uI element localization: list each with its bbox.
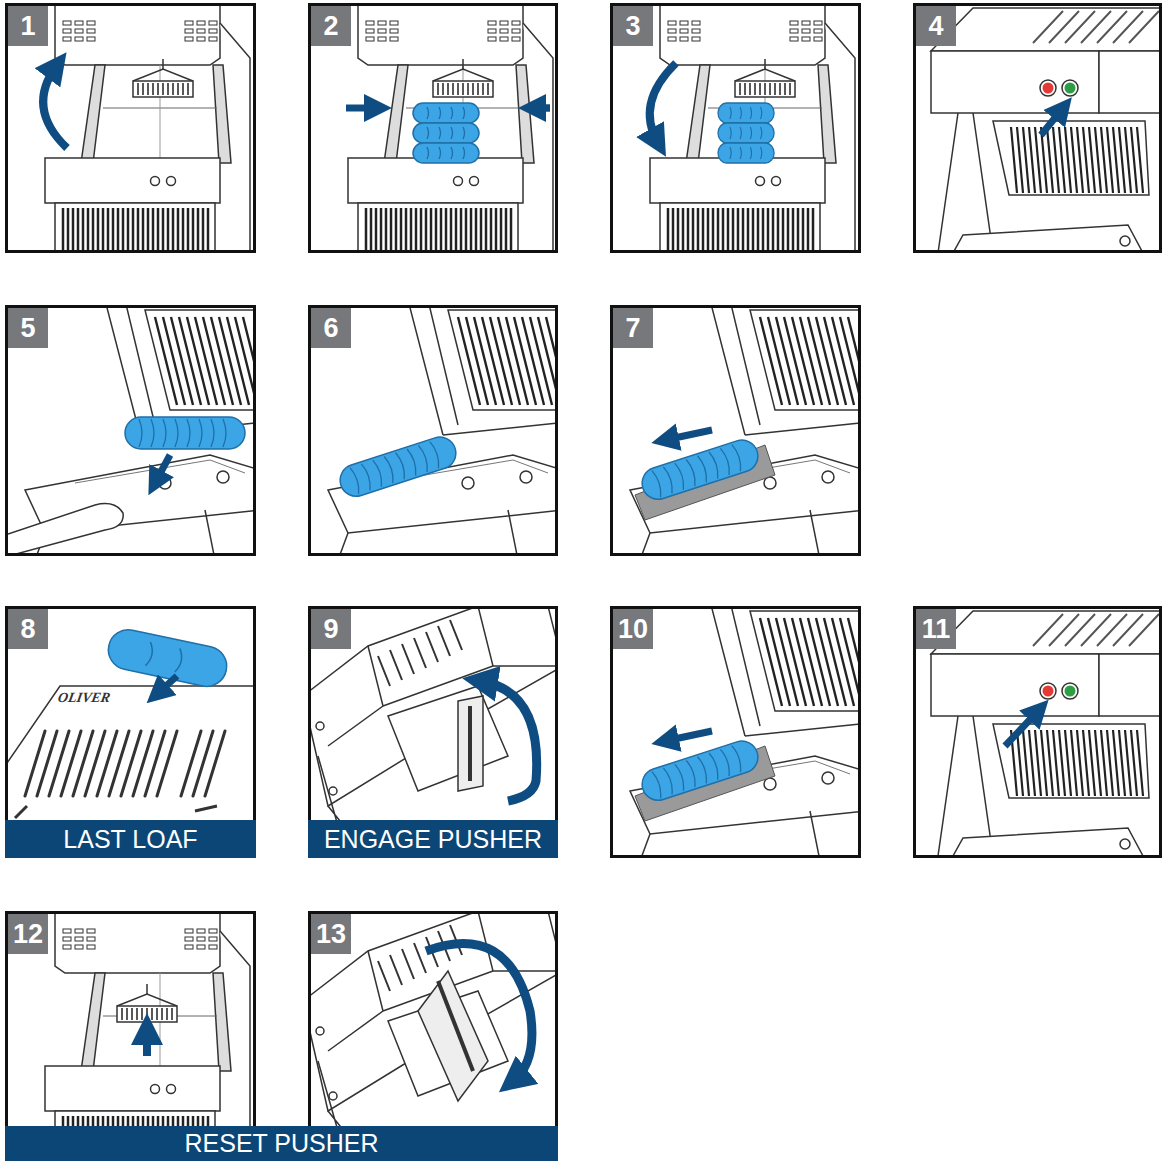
step-panel: 6: [308, 305, 558, 556]
step-number: 7: [613, 308, 653, 348]
step-panel: 11: [913, 606, 1162, 858]
step-panel: 7: [610, 305, 861, 556]
step-number: 12: [8, 914, 48, 954]
step-number: 11: [916, 609, 956, 649]
caption-band: RESET PUSHER: [5, 1126, 558, 1161]
step-panel: 2: [308, 3, 558, 253]
step-panel: 4: [913, 3, 1162, 253]
step-number: 4: [916, 6, 956, 46]
step-number: 6: [311, 308, 351, 348]
caption-banner: LAST LOAF: [5, 820, 256, 858]
step-number: 10: [613, 609, 653, 649]
step-panel: 13: [308, 911, 558, 1161]
step-number: 13: [311, 914, 351, 954]
step-panel: 5: [5, 305, 256, 556]
step-number: 3: [613, 6, 653, 46]
step-number: 9: [311, 609, 351, 649]
step-number: 1: [8, 6, 48, 46]
step-panel: 12: [5, 911, 256, 1161]
step-panel: 10: [610, 606, 861, 858]
step-panel: 3: [610, 3, 861, 253]
step-panel: 8LAST LOAF: [5, 606, 256, 858]
step-panel: 1: [5, 3, 256, 253]
step-number: 5: [8, 308, 48, 348]
step-panel: 9ENGAGE PUSHER: [308, 606, 558, 858]
brand-logo: OLIVER: [57, 690, 112, 706]
step-number: 2: [311, 6, 351, 46]
caption-banner: ENGAGE PUSHER: [308, 820, 558, 858]
caption-banner: RESET PUSHER: [5, 1126, 558, 1161]
step-number: 8: [8, 609, 48, 649]
